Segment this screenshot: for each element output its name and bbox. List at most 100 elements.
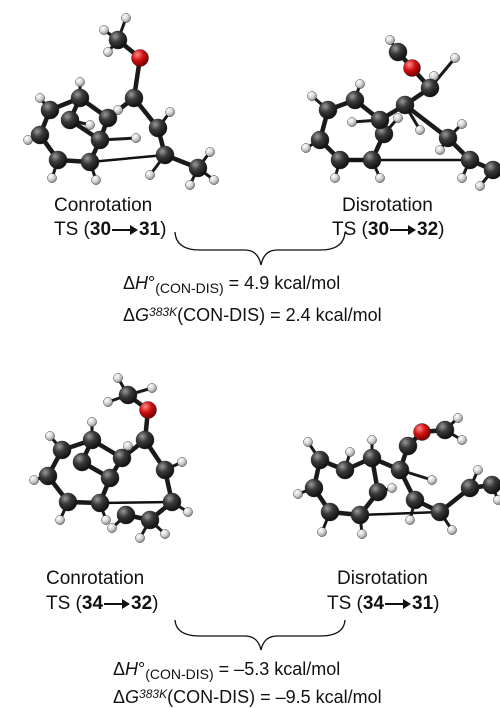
carbon-atom [438, 128, 458, 148]
carbon-atom [100, 468, 120, 488]
hydrogen-atom [91, 175, 101, 185]
carbon-atom [460, 478, 480, 498]
hydrogen-atom [450, 53, 460, 63]
carbon-atom [390, 460, 410, 480]
carbon-atom [52, 440, 72, 460]
carbon-atom [388, 42, 408, 62]
carbon-atom [304, 478, 324, 498]
bottom-delta-g: ΔG383K(CON-DIS) = –9.5 kcal/mol [113, 687, 382, 707]
carbon-atom [188, 158, 208, 178]
hydrogen-atom [457, 119, 467, 129]
carbon-atom [310, 450, 330, 470]
bottom-right-label: Disrotation [337, 568, 428, 589]
bottom-delta-h: ΔH°(CON-DIS) = –5.3 kcal/mol [113, 659, 341, 682]
carbon-atom [330, 150, 350, 170]
carbon-atom [148, 118, 168, 138]
top-left-label: Conrotation [54, 195, 153, 216]
con-ts-34-32-model [29, 373, 193, 543]
hydrogen-atom [347, 117, 357, 127]
oxygen-atom [413, 423, 431, 441]
carbon-atom [135, 430, 155, 450]
hydrogen-atom [357, 529, 367, 539]
hydrogen-atom [183, 507, 193, 517]
dis-ts-30-32-model [301, 35, 500, 191]
hydrogen-atom [103, 47, 113, 57]
hydrogen-atom [209, 175, 219, 185]
hydrogen-atom [367, 435, 377, 445]
bottom-left-label: Conrotation [46, 568, 145, 589]
hydrogen-atom [103, 397, 113, 407]
hydrogen-atom [121, 13, 131, 23]
carbon-atom [98, 108, 118, 128]
carbon-atom [345, 90, 365, 110]
carbon-atom [80, 152, 100, 172]
carbon-atom [320, 502, 340, 522]
hydrogen-atom [293, 489, 303, 499]
hydrogen-atom [107, 523, 117, 533]
forming-bond [99, 500, 173, 505]
carbon-atom [38, 466, 58, 486]
carbon-atom [30, 125, 50, 145]
hydrogen-atom [165, 107, 175, 117]
con-ts-30-31-model [23, 13, 219, 190]
hydrogen-atom [457, 173, 467, 183]
carbon-atom [58, 492, 78, 512]
hydrogen-atom [473, 465, 483, 475]
hydrogen-atom [317, 527, 327, 537]
carbon-atom [90, 130, 110, 150]
carbon-atom [155, 460, 175, 480]
hydrogen-atom [330, 173, 340, 183]
hydrogen-atom [307, 91, 317, 101]
carbon-atom [368, 482, 388, 502]
hydrogen-atom [475, 181, 485, 191]
carbon-atom [118, 385, 138, 405]
carbon-atom [70, 88, 90, 108]
carbon-atom [162, 492, 182, 512]
carbon-atom [335, 460, 355, 480]
hydrogen-atom [453, 413, 463, 423]
carbon-atom [362, 448, 382, 468]
forming-bond [89, 153, 166, 164]
bottom-brace [174, 619, 346, 651]
oxygen-atom [403, 59, 421, 77]
hydrogen-atom [375, 173, 385, 183]
hydrogen-atom [113, 373, 123, 383]
hydrogen-atom [493, 495, 500, 505]
right-arrow-icon [385, 598, 412, 609]
oxygen-atom [131, 49, 149, 67]
hydrogen-atom [123, 441, 133, 451]
right-arrow-icon [112, 224, 139, 235]
oxygen-atom [139, 401, 157, 419]
hydrogen-atom [457, 435, 467, 445]
carbon-atom [398, 436, 418, 456]
right-arrow-icon [390, 224, 417, 235]
top-right-label: Disrotation [342, 195, 433, 216]
carbon-atom [460, 150, 480, 170]
hydrogen-atom [55, 515, 65, 525]
carbon-atom [370, 110, 390, 130]
hydrogen-atom [393, 113, 403, 123]
carbon-atom [420, 78, 440, 98]
hydrogen-atom [75, 77, 85, 87]
hydrogen-atom [113, 105, 123, 115]
hydrogen-atom [87, 417, 97, 427]
carbon-atom [435, 420, 455, 440]
hydrogen-atom [205, 147, 215, 157]
carbon-atom [350, 505, 370, 525]
hydrogen-atom [85, 120, 95, 130]
carbon-atom [82, 430, 102, 450]
carbon-atom [395, 95, 415, 115]
carbon-atom [48, 150, 68, 170]
hydrogen-atom [447, 525, 457, 535]
hydrogen-atom [303, 437, 313, 447]
carbon-atom [108, 30, 128, 50]
forming-bond [359, 510, 441, 517]
hydrogen-atom [101, 515, 111, 525]
hydrogen-atom [345, 447, 355, 457]
hydrogen-atom [29, 475, 39, 485]
